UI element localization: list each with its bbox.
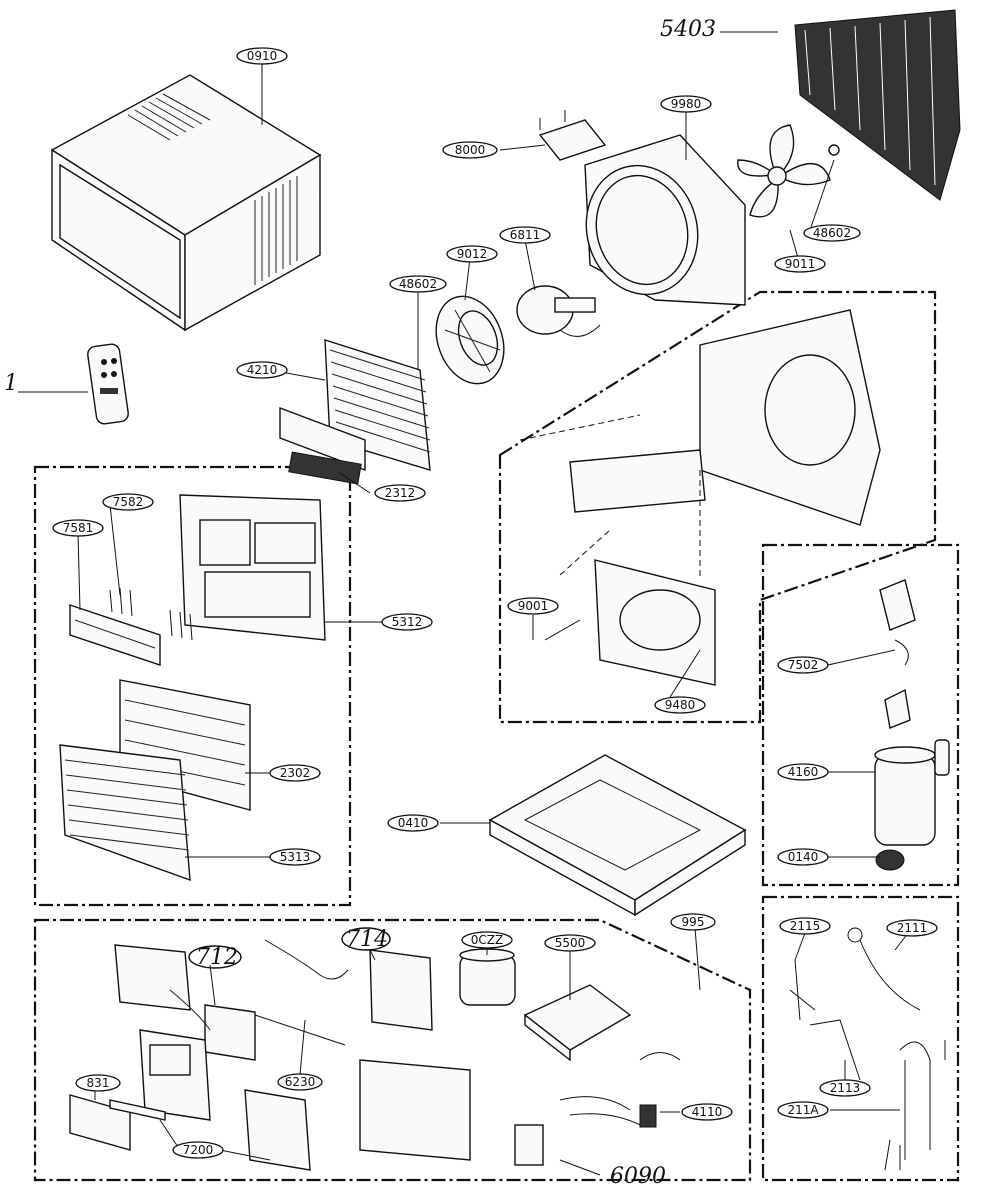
svg-text:9001: 9001	[518, 599, 549, 613]
handwritten-6090: 6090	[610, 1164, 666, 1189]
front-panel-group-box	[33, 465, 352, 907]
callout-48602-fan: 48602	[803, 224, 861, 242]
power-cord-part	[514, 1052, 681, 1166]
svg-text:48602: 48602	[813, 226, 851, 240]
control-box-part	[359, 949, 471, 1161]
callout-9011: 9011	[774, 255, 826, 273]
callout-0910: 0910	[236, 47, 288, 65]
svg-text:0CZZ: 0CZZ	[471, 933, 503, 947]
svg-text:5500: 5500	[555, 936, 586, 950]
callout-9001: 9001	[507, 597, 559, 615]
mount-bracket-part	[538, 110, 607, 161]
air-guide-group-box	[498, 290, 937, 724]
louver-part	[69, 587, 193, 666]
svg-text:211A: 211A	[787, 1103, 819, 1117]
evaporator-coil-part	[279, 339, 431, 485]
svg-text:2115: 2115	[790, 919, 821, 933]
callout-5500: 5500	[544, 934, 596, 952]
base-pan-part	[488, 754, 747, 917]
callout-7581: 7581	[52, 519, 104, 537]
capacitor-part	[459, 948, 516, 1006]
svg-text:831: 831	[87, 1076, 110, 1090]
callout-211A: 211A	[777, 1101, 829, 1119]
condenser-fan-part	[737, 124, 840, 218]
svg-text:0910: 0910	[247, 49, 278, 63]
callout-8000: 8000	[442, 141, 498, 159]
svg-text:9980: 9980	[671, 97, 702, 111]
svg-text:9011: 9011	[785, 257, 816, 271]
control-panel-part	[69, 1029, 311, 1171]
callout-2115: 2115	[779, 917, 831, 935]
callout-5313: 5313	[269, 848, 321, 866]
callout-5312: 5312	[381, 613, 433, 631]
svg-text:0410: 0410	[398, 816, 429, 830]
compressor-group-box	[761, 543, 960, 887]
callout-7582: 7582	[102, 493, 154, 511]
callout-0140: 0140	[777, 848, 829, 866]
compressor-part	[874, 579, 950, 871]
fan-motor-part	[516, 285, 601, 337]
leader-lines	[18, 31, 913, 1176]
callout-9012: 9012	[446, 245, 498, 263]
callout-2302: 2302	[269, 764, 321, 782]
callout-0410: 0410	[387, 814, 439, 832]
svg-text:2113: 2113	[830, 1081, 861, 1095]
svg-text:7200: 7200	[183, 1143, 214, 1157]
svg-text:9012: 9012	[457, 247, 488, 261]
callout-7502: 7502	[777, 656, 829, 674]
handwritten-5403: 5403	[660, 17, 716, 42]
svg-text:4160: 4160	[788, 765, 819, 779]
air-guide-part	[519, 309, 881, 686]
remote-controller-part	[87, 343, 129, 425]
svg-text:6811: 6811	[510, 228, 541, 242]
svg-text:4210: 4210	[247, 363, 278, 377]
electrical-cover-part	[523, 984, 632, 1062]
callout-9480: 9480	[654, 696, 706, 714]
shroud-part	[584, 134, 746, 306]
svg-text:9480: 9480	[665, 698, 696, 712]
control-pcb-part	[114, 944, 256, 1061]
svg-text:6230: 6230	[285, 1075, 316, 1089]
callout-7200: 7200	[172, 1141, 224, 1159]
svg-text:2312: 2312	[385, 486, 416, 500]
control-group-box	[33, 918, 752, 1182]
callout-995: 995	[670, 913, 716, 931]
svg-text:8000: 8000	[455, 143, 486, 157]
callout-0CZZ: 0CZZ	[461, 931, 513, 949]
svg-text:2302: 2302	[280, 766, 311, 780]
callout-2113: 2113	[819, 1079, 871, 1097]
front-panel-part	[59, 744, 191, 882]
refrigerant-pipe-group-box	[761, 895, 960, 1182]
svg-text:2111: 2111	[897, 921, 928, 935]
callout-4210: 4210	[236, 361, 288, 379]
refrigerant-pipes-part	[789, 927, 946, 1171]
blower-wheel-part	[435, 295, 505, 385]
svg-text:5312: 5312	[392, 615, 423, 629]
callout-9980: 9980	[660, 95, 712, 113]
front-grille-part	[179, 494, 326, 641]
callout-2312: 2312	[374, 484, 426, 502]
callout-831: 831	[75, 1074, 121, 1092]
svg-text:7582: 7582	[113, 495, 144, 509]
callout-6811: 6811	[499, 226, 551, 244]
handwritten-1: 1	[4, 371, 18, 396]
callout-2111: 2111	[886, 919, 938, 937]
wire-harness-part	[254, 939, 349, 1046]
callout-4110: 4110	[681, 1103, 733, 1121]
handwritten-714-circle	[341, 927, 391, 951]
svg-text:4110: 4110	[692, 1105, 723, 1119]
cabinet-part	[50, 74, 322, 332]
svg-text:7581: 7581	[63, 521, 94, 535]
svg-text:0140: 0140	[788, 850, 819, 864]
svg-text:5313: 5313	[280, 850, 311, 864]
callout-48602-blower: 48602	[389, 275, 447, 293]
svg-text:48602: 48602	[399, 277, 437, 291]
callout-6230: 6230	[277, 1073, 323, 1091]
handwritten-712-circle	[188, 945, 242, 969]
condenser-coil-part	[794, 9, 961, 201]
svg-text:7502: 7502	[788, 658, 819, 672]
svg-text:995: 995	[682, 915, 705, 929]
callout-4160: 4160	[777, 763, 829, 781]
